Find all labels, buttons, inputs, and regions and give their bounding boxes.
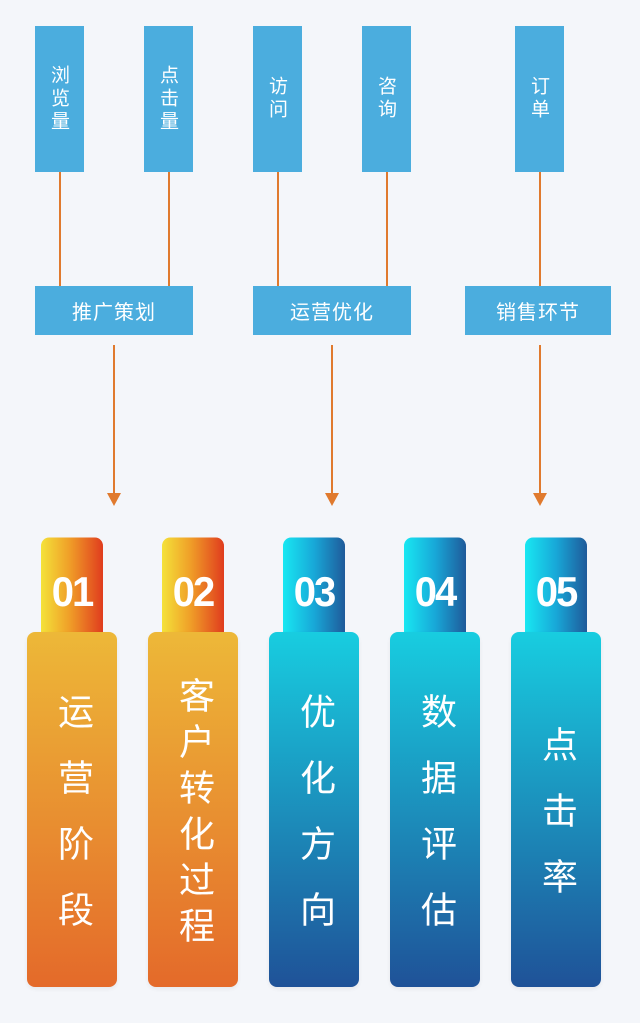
card-number: 04 <box>414 569 457 616</box>
card-data-evaluation: 数据评估 <box>390 632 480 987</box>
metric-label: 订单 <box>528 76 550 122</box>
arrow-line <box>331 345 333 495</box>
card-text: 优化方向 <box>294 692 335 957</box>
card-optimization-direction: 优化方向 <box>269 632 359 987</box>
metric-box-visits: 访问 <box>253 26 302 172</box>
stage-label: 销售环节 <box>496 300 580 324</box>
metric-box-clicks: 点击量 <box>144 26 193 172</box>
metric-label: 浏览量 <box>48 64 70 134</box>
card-number: 02 <box>172 569 215 616</box>
card-click-rate: 点击率 <box>511 632 601 987</box>
card-number-tab: 03 <box>283 537 345 641</box>
card-text: 客户转化过程 <box>173 676 214 953</box>
connector-line <box>168 172 170 286</box>
card-text: 点击率 <box>536 725 577 924</box>
card-text: 运营阶段 <box>52 692 93 957</box>
arrow-line <box>539 345 541 495</box>
stage-label: 运营优化 <box>290 300 374 324</box>
card-operation-stage: 运营阶段 <box>27 632 117 987</box>
card-number-tab: 04 <box>404 537 466 641</box>
arrow-head-icon <box>107 493 121 506</box>
connector-line <box>386 172 388 286</box>
card-number-tab: 05 <box>525 537 587 641</box>
stage-box-promotion: 推广策划 <box>35 286 193 335</box>
card-number-tab: 01 <box>41 537 103 641</box>
card-text: 数据评估 <box>415 692 456 957</box>
card-number: 03 <box>293 569 336 616</box>
arrow-head-icon <box>325 493 339 506</box>
metric-box-inquiry: 咨询 <box>362 26 411 172</box>
connector-line <box>539 172 541 286</box>
metric-label: 访问 <box>266 76 288 122</box>
card-number-tab: 02 <box>162 537 224 641</box>
metric-box-pageviews: 浏览量 <box>35 26 84 172</box>
card-customer-conversion: 客户转化过程 <box>148 632 238 987</box>
metric-label: 点击量 <box>157 64 179 134</box>
stage-box-operation: 运营优化 <box>253 286 411 335</box>
card-number: 05 <box>535 569 578 616</box>
arrow-head-icon <box>533 493 547 506</box>
stage-box-sales: 销售环节 <box>465 286 611 335</box>
connector-line <box>277 172 279 286</box>
stage-label: 推广策划 <box>72 300 156 324</box>
arrow-line <box>113 345 115 495</box>
card-number: 01 <box>51 569 94 616</box>
connector-line <box>59 172 61 286</box>
metric-box-orders: 订单 <box>515 26 564 172</box>
metric-label: 咨询 <box>375 76 397 122</box>
